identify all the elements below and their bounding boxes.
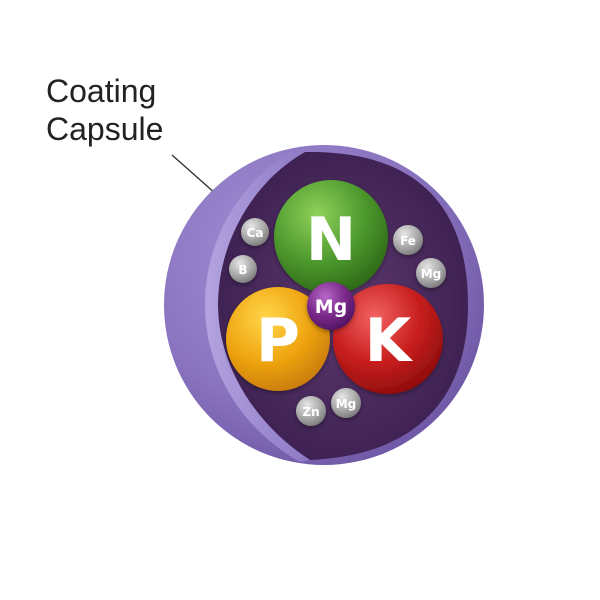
phosphorus-sphere — [226, 287, 330, 391]
trace-mg-right-sphere — [416, 258, 446, 288]
trace-b-label: B — [238, 263, 247, 277]
trace-fe-sphere — [393, 225, 423, 255]
magnesium-center-label: Mg — [315, 296, 348, 318]
trace-b-sphere — [229, 255, 257, 283]
trace-fe-label: Fe — [400, 234, 416, 248]
capsule-cut-rim — [205, 150, 310, 462]
trace-mg-bottom-label: Mg — [336, 397, 357, 411]
trace-ca-label: Ca — [247, 226, 264, 240]
magnesium-center-sphere — [307, 282, 355, 330]
phosphorus-label: P — [256, 306, 300, 376]
callout-line-2: Capsule — [46, 111, 164, 147]
callout-line-1: Coating — [46, 73, 157, 109]
trace-zn-sphere — [296, 396, 326, 426]
nitrogen-label: N — [306, 205, 356, 275]
potassium-label: K — [365, 306, 414, 376]
trace-mg-bottom-sphere — [331, 388, 361, 418]
potassium-sphere — [333, 284, 443, 394]
trace-ca-sphere — [241, 218, 269, 246]
trace-zn-label: Zn — [302, 405, 319, 419]
trace-mg-right-label: Mg — [421, 267, 442, 281]
callout-leader-line — [171, 154, 217, 195]
nitrogen-sphere — [274, 180, 388, 294]
coating-capsule-label: Coating Capsule — [46, 72, 163, 148]
